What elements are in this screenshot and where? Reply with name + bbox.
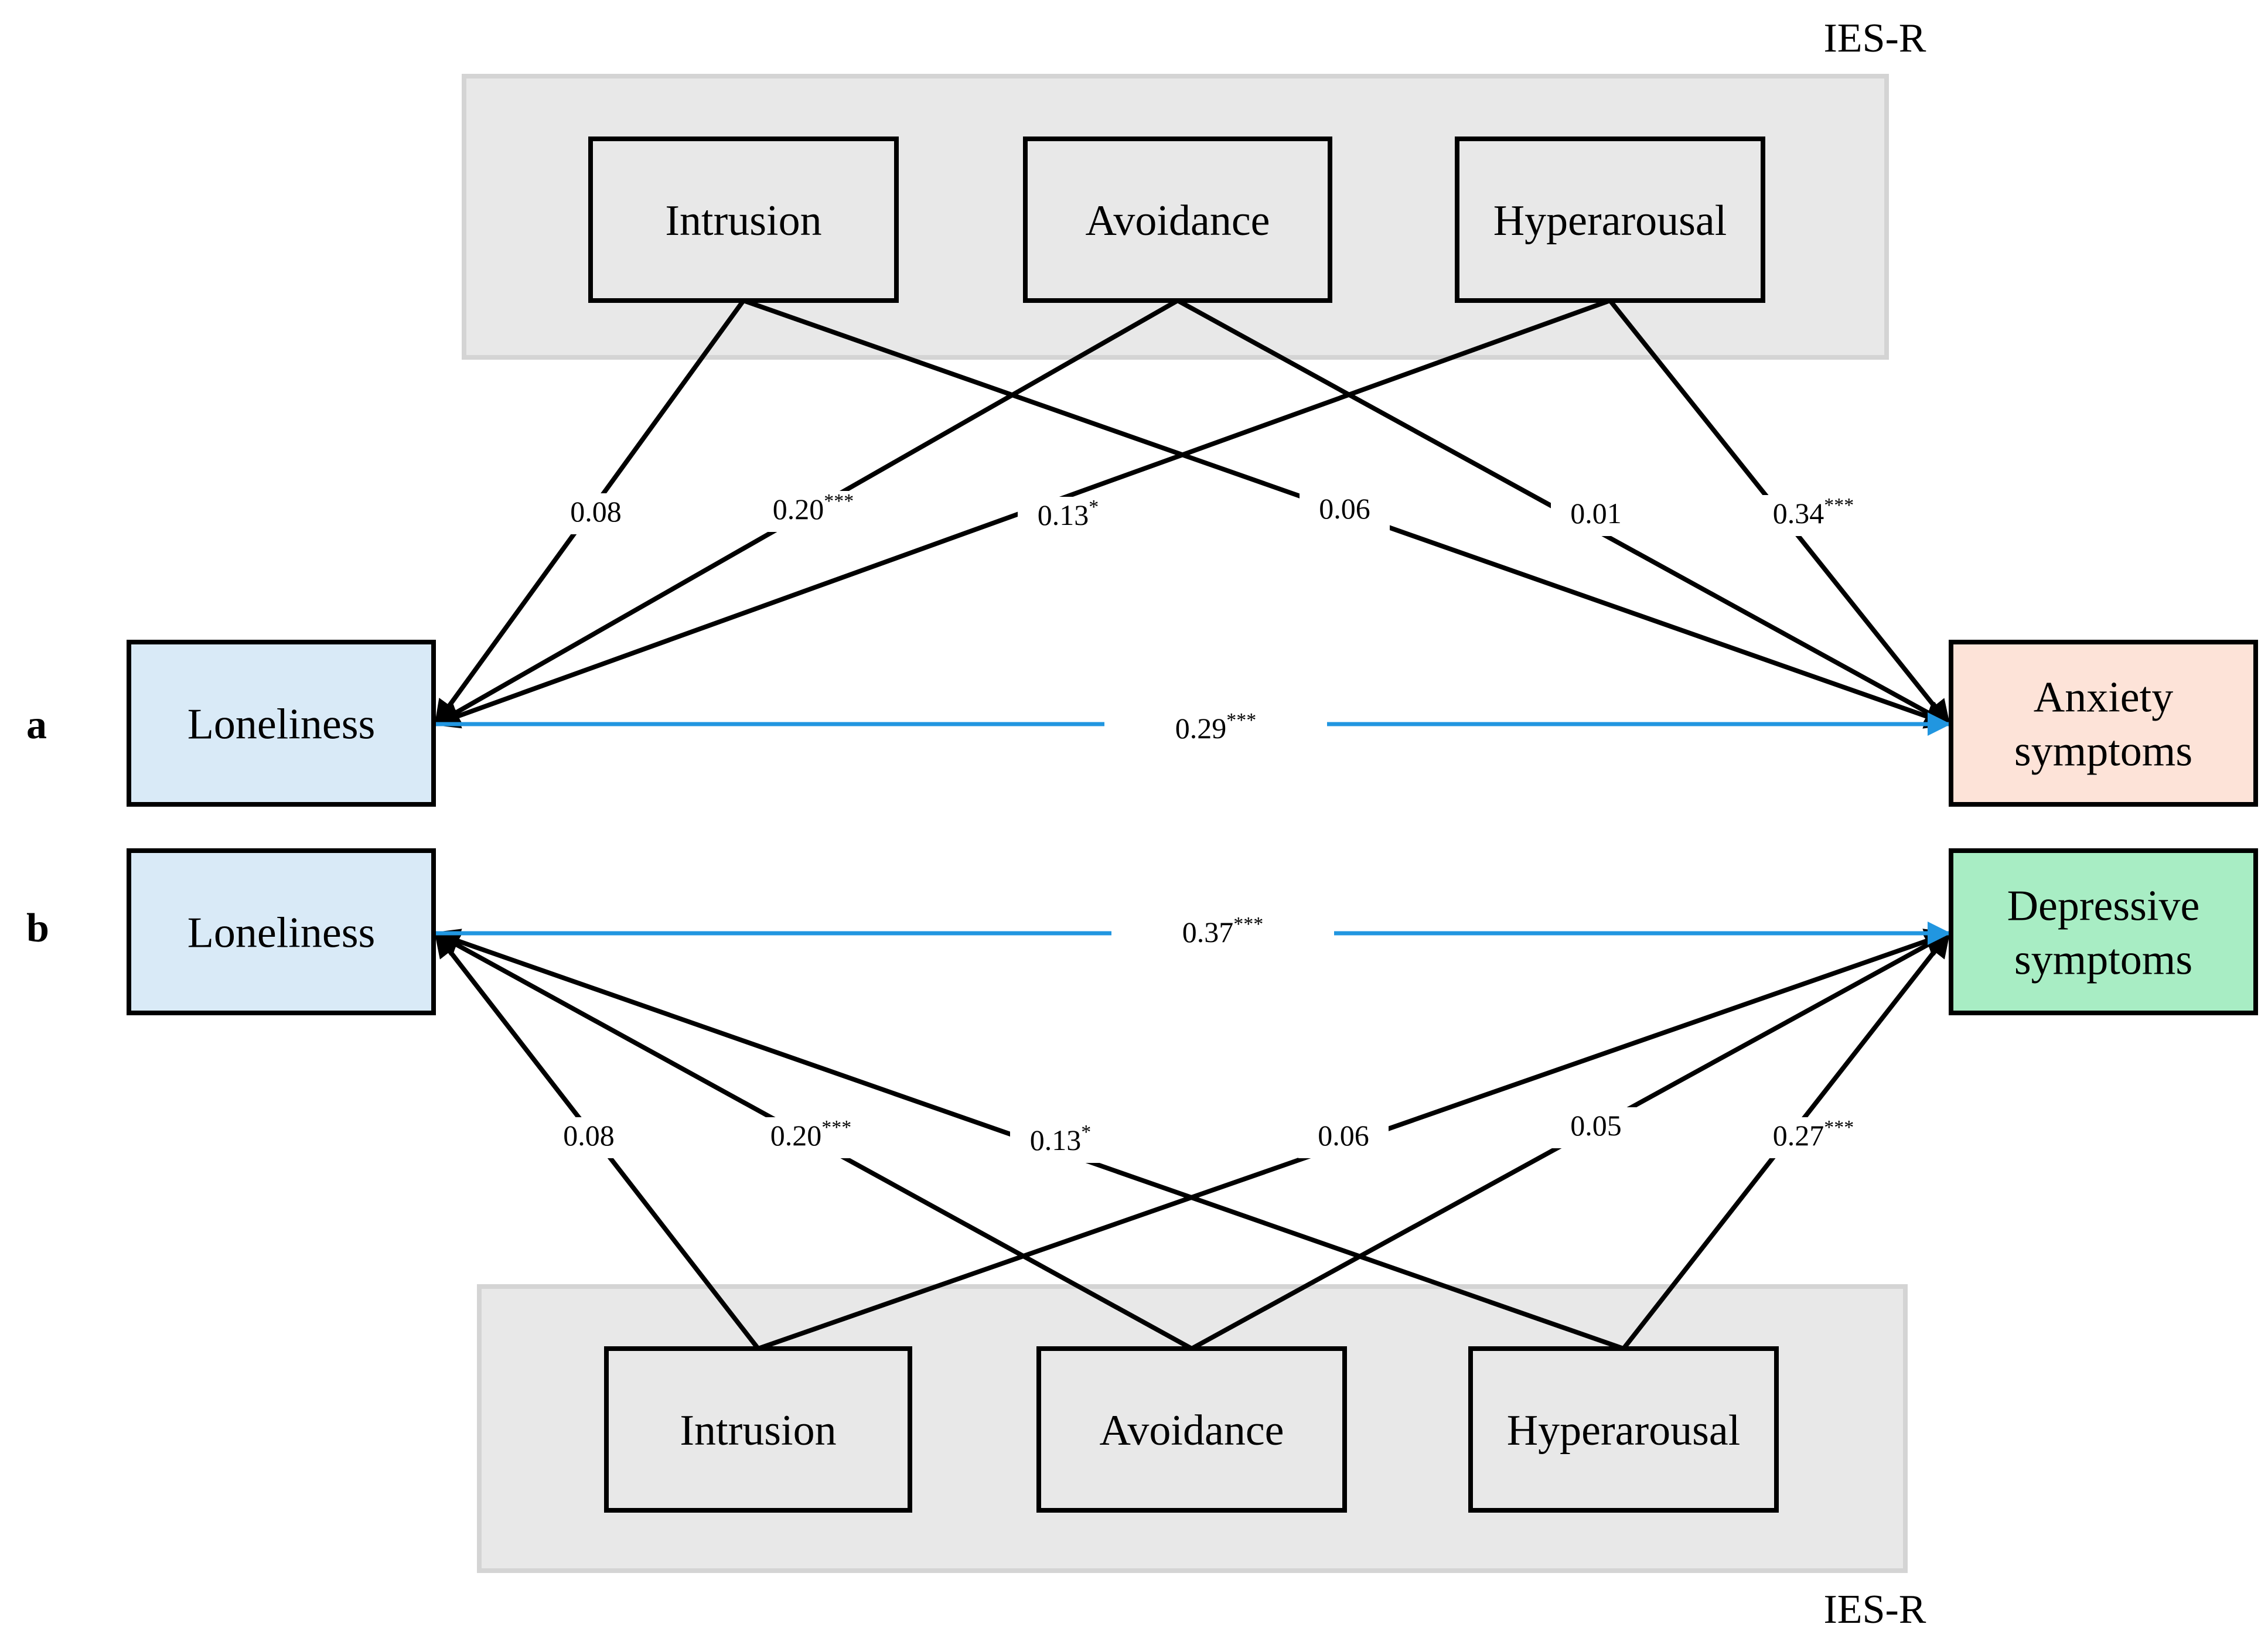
ies-item-box-a-1 [588,137,899,303]
loneliness-a-label: Loneliness [187,701,376,749]
coef-main-a-mask [1104,710,1327,751]
ies-item-box-a-3 [1455,137,1765,303]
panel-letter-b: b [26,906,49,951]
outcome-b-label: Depressive [2007,882,2200,930]
ies-item-box-a-2 [1023,137,1332,303]
coef-main-b-mask [1111,914,1334,955]
panel-letter-a: a [26,702,47,748]
outcome-box-b [1949,848,2258,1015]
coef-ies-1-loneliness-a: 0.08 [570,495,622,528]
ies-item-b-1-label: Intrusion [680,1407,836,1455]
loneliness-box-b [127,848,436,1015]
coef-ies-3-loneliness-a: 0.13* [1038,496,1099,531]
coef-ies-1-outcome-a: 0.06 [1319,492,1370,525]
coef-ies-1-outcome-b: 0.06 [1318,1119,1369,1152]
ies-item-a-2-label: Avoidance [1085,197,1270,245]
coef-ies-1-loneliness-b: 0.08 [563,1119,615,1152]
coef-ies-2-loneliness-a-mask [752,491,874,532]
ies-r-title-b: IES-R [1824,1587,1926,1631]
ies-item-box-b-1 [604,1346,912,1513]
coef-ies-1-outcome-b-mask [1298,1117,1389,1158]
ies-item-b-2-label: Avoidance [1099,1407,1284,1455]
outcome-a-label: Anxiety [2034,674,2173,722]
coef-main-b: 0.37*** [1182,913,1264,948]
coef-ies-1-loneliness-a-mask [551,493,641,534]
ies-item-box-b-3 [1468,1346,1779,1513]
ies-item-a-3-label: Hyperarousal [1493,197,1727,245]
coef-ies-2-outcome-a: 0.01 [1570,497,1622,530]
loneliness-b-label: Loneliness [187,909,376,957]
ies-r-title-a: IES-R [1824,16,1926,61]
outcome-b-label: symptoms [2014,936,2192,984]
coef-ies-3-outcome-a-mask [1752,495,1874,536]
ies-item-b-3-label: Hyperarousal [1507,1407,1741,1455]
ies-item-box-b-2 [1036,1346,1347,1513]
loneliness-box-a [127,640,436,807]
ies-item-a-1-label: Intrusion [665,197,821,245]
coef-ies-3-loneliness-a-mask [1018,497,1118,538]
coef-ies-1-outcome-a-mask [1300,490,1390,531]
coef-ies-2-outcome-b: 0.05 [1570,1109,1622,1142]
outcome-a-label: symptoms [2014,728,2192,776]
coef-ies-2-outcome-b-mask [1551,1107,1641,1148]
coef-ies-3-loneliness-b: 0.13* [1030,1121,1092,1156]
coef-ies-1-loneliness-b-mask [544,1117,634,1158]
coef-ies-2-outcome-a-mask [1551,495,1641,536]
coef-ies-3-outcome-b: 0.27*** [1773,1117,1854,1152]
coef-ies-2-loneliness-b-mask [750,1117,872,1158]
outcome-box-a [1949,640,2258,807]
coef-ies-3-outcome-b-mask [1752,1117,1874,1158]
coef-ies-3-loneliness-b-mask [1010,1122,1111,1163]
